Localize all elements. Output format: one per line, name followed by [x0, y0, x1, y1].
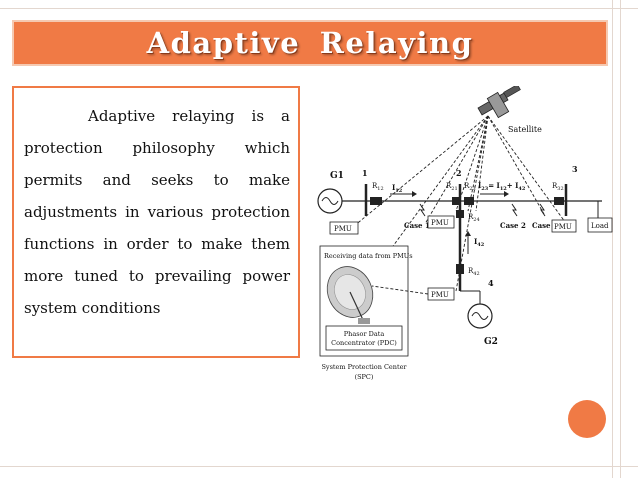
fault-case1	[419, 203, 426, 217]
case3-label: Case 3	[532, 221, 558, 230]
bus-4-label: 4	[488, 278, 494, 288]
g1-label: G1	[330, 171, 344, 181]
svg-text:R32: R32	[552, 182, 564, 192]
r21-sub: 21	[451, 186, 457, 192]
pdc-box	[325, 325, 403, 351]
case1-label: Case 1	[404, 221, 430, 230]
slide-title: Adaptive Relaying	[146, 26, 474, 60]
pmu-box: PMU	[551, 219, 577, 233]
receiving-label: Receiving data from PMUs	[324, 252, 413, 260]
relay-r42	[456, 264, 464, 274]
case2-label: Case 2	[500, 221, 526, 230]
load-box	[587, 217, 613, 233]
svg-text:PMU: PMU	[554, 223, 572, 231]
fault-case3	[539, 203, 546, 217]
pmu-box: PMU	[329, 221, 359, 235]
spc-line2: (SPC)	[355, 373, 374, 381]
adaptive-relaying-diagram: Satellite G1 1 2 3 R12 R21 R23 R32 R24 R…	[317, 86, 613, 381]
load-label: Load	[591, 222, 609, 230]
relay-r32	[554, 197, 564, 205]
i12-sub: 12	[395, 188, 402, 194]
title-bar: Adaptive Relaying	[12, 20, 608, 66]
pmu-box: PMU	[427, 215, 455, 229]
fault-case2	[511, 203, 518, 217]
comm-link	[371, 285, 429, 295]
i42-sub: 42	[477, 242, 484, 248]
r23-label: R	[464, 182, 470, 190]
pmu-box: PMU	[427, 287, 455, 301]
r24-label: R	[468, 213, 474, 221]
relay-r24	[456, 210, 464, 218]
r32-label: R	[552, 182, 558, 190]
svg-text:I23= I12+ I42: I23= I12+ I42	[478, 181, 526, 192]
frame-line	[612, 0, 613, 478]
relay-r23	[464, 197, 474, 205]
svg-text:PMU: PMU	[431, 291, 449, 299]
i12-label: I	[392, 183, 395, 192]
svg-text:I12: I12	[392, 183, 403, 194]
svg-text:PMU: PMU	[334, 225, 352, 233]
svg-text:I42: I42	[474, 237, 485, 248]
g2-label: G2	[484, 337, 498, 347]
svg-text:R23: R23	[464, 182, 476, 192]
bus-3-label: 3	[572, 164, 578, 174]
frame-line	[0, 466, 638, 467]
i23-eq: I	[478, 181, 481, 190]
frame-line	[0, 8, 638, 9]
text-box: Adaptive relaying is a protection philos…	[12, 86, 300, 358]
svg-text:R12: R12	[372, 182, 384, 192]
satellite-label: Satellite	[508, 125, 542, 134]
body-text: Adaptive relaying is a protection philos…	[24, 107, 290, 317]
svg-text:PMU: PMU	[431, 219, 449, 227]
pdc-line1: Phasor Data	[344, 330, 385, 338]
svg-text:R42: R42	[468, 267, 480, 277]
relay-r21	[452, 197, 460, 205]
r21-label: R	[446, 182, 452, 190]
r23-sub: 23	[469, 186, 475, 192]
svg-text:R21: R21	[446, 182, 458, 192]
svg-text:R24: R24	[468, 213, 480, 223]
r32-sub: 32	[557, 186, 563, 192]
spc-line1: System Protection Center	[321, 363, 407, 371]
i42-label: I	[474, 237, 477, 246]
bus-1-label: 1	[362, 168, 368, 178]
r24-sub: 24	[473, 217, 479, 223]
pdc-line2: Concentrator (PDC)	[331, 339, 397, 347]
satellite-dish-icon	[326, 266, 374, 324]
satellite-icon	[477, 86, 521, 119]
frame-line	[620, 0, 621, 478]
decorative-circle	[568, 400, 606, 438]
r12-sub: 12	[377, 186, 383, 192]
bus-2-label: 2	[456, 168, 462, 178]
r42-label: R	[468, 267, 474, 275]
r12-label: R	[372, 182, 378, 190]
relay-r12	[370, 197, 382, 205]
r42-sub: 42	[473, 271, 479, 277]
